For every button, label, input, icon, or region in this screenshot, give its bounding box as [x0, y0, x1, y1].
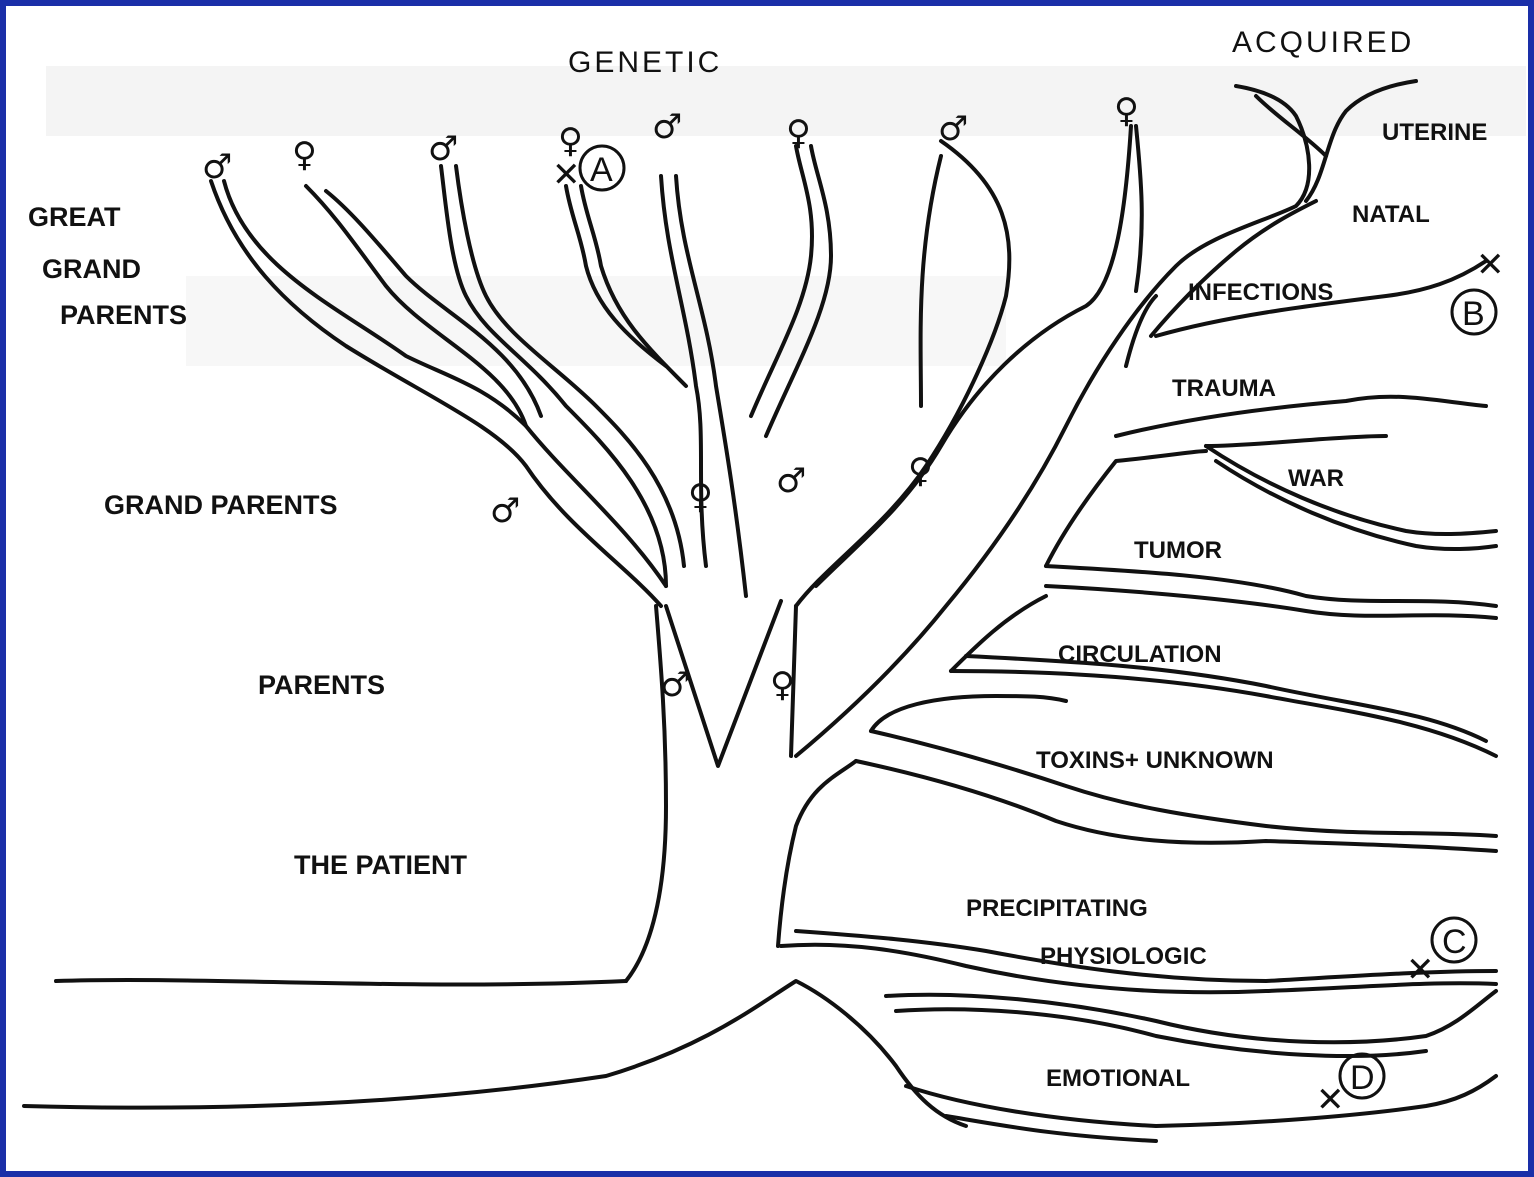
- female-symbol-icon: ♀: [1114, 91, 1139, 131]
- great-grand-label-1: GREAT: [28, 202, 121, 232]
- war-label: WAR: [1288, 465, 1344, 492]
- trunk-left-edge: [626, 606, 666, 981]
- female-symbol-icon: ♀: [770, 665, 795, 705]
- uterine-label: UTERINE: [1382, 119, 1487, 146]
- female-symbol-icon: ♀: [292, 135, 317, 175]
- male-symbol-icon: ♂: [938, 109, 968, 149]
- precipitating-label: PRECIPITATING: [966, 895, 1148, 922]
- trauma-label: TRAUMA: [1172, 375, 1276, 402]
- marker-b-label: B: [1462, 295, 1485, 333]
- female-symbol-icon: ♀: [786, 113, 811, 153]
- marker-a-label: A: [590, 151, 613, 189]
- grand-parents-label: GRAND PARENTS: [104, 490, 338, 520]
- cross-icon: ✕: [1476, 245, 1505, 285]
- circulation-label: CIRCULATION: [1058, 641, 1222, 668]
- parents-label: PARENTS: [258, 670, 385, 700]
- emotional-label: EMOTIONAL: [1046, 1065, 1190, 1092]
- male-symbol-icon: ♂: [776, 461, 806, 501]
- marker-c-label: C: [1442, 923, 1467, 961]
- tree-diagram: GENETIC ACQUIRED GREAT GRAND PARENTS GRA…: [6, 6, 1528, 1171]
- male-symbol-icon: ♂: [652, 107, 682, 147]
- tumor-label: TUMOR: [1134, 537, 1222, 564]
- genetic-label: GENETIC: [568, 46, 722, 79]
- male-symbol-icon: ♂: [428, 129, 458, 169]
- female-symbol-icon: ♀: [908, 451, 933, 491]
- background-ghost-text: [46, 66, 1526, 366]
- patient-label: THE PATIENT: [294, 850, 468, 880]
- acquired-main-stem: [796, 86, 1309, 756]
- great-grand-label-3: PARENTS: [60, 300, 187, 330]
- natal-label: NATAL: [1352, 201, 1430, 228]
- great-grand-label-2: GRAND: [42, 254, 141, 284]
- genetic-outer-left: [211, 181, 661, 606]
- root-line-lower: [24, 981, 966, 1126]
- male-symbol-icon: ♂: [202, 147, 232, 187]
- male-symbol-icon: ♂: [660, 665, 690, 705]
- trunk-right-edge: [778, 761, 856, 946]
- physiologic-label: PHYSIOLOGIC: [1040, 943, 1207, 970]
- cross-icon: ✕: [1406, 950, 1435, 990]
- toxins-label: TOXINS+ UNKNOWN: [1036, 747, 1274, 774]
- infections-label: INFECTIONS: [1188, 279, 1333, 306]
- cross-icon: ✕: [552, 155, 581, 195]
- female-symbol-icon: ♀: [688, 477, 713, 517]
- ground-line-left: [56, 980, 626, 985]
- male-symbol-icon: ♂: [490, 491, 520, 531]
- cross-icon: ✕: [1316, 1080, 1345, 1120]
- marker-d-label: D: [1350, 1059, 1375, 1097]
- acquired-label: ACQUIRED: [1232, 26, 1414, 59]
